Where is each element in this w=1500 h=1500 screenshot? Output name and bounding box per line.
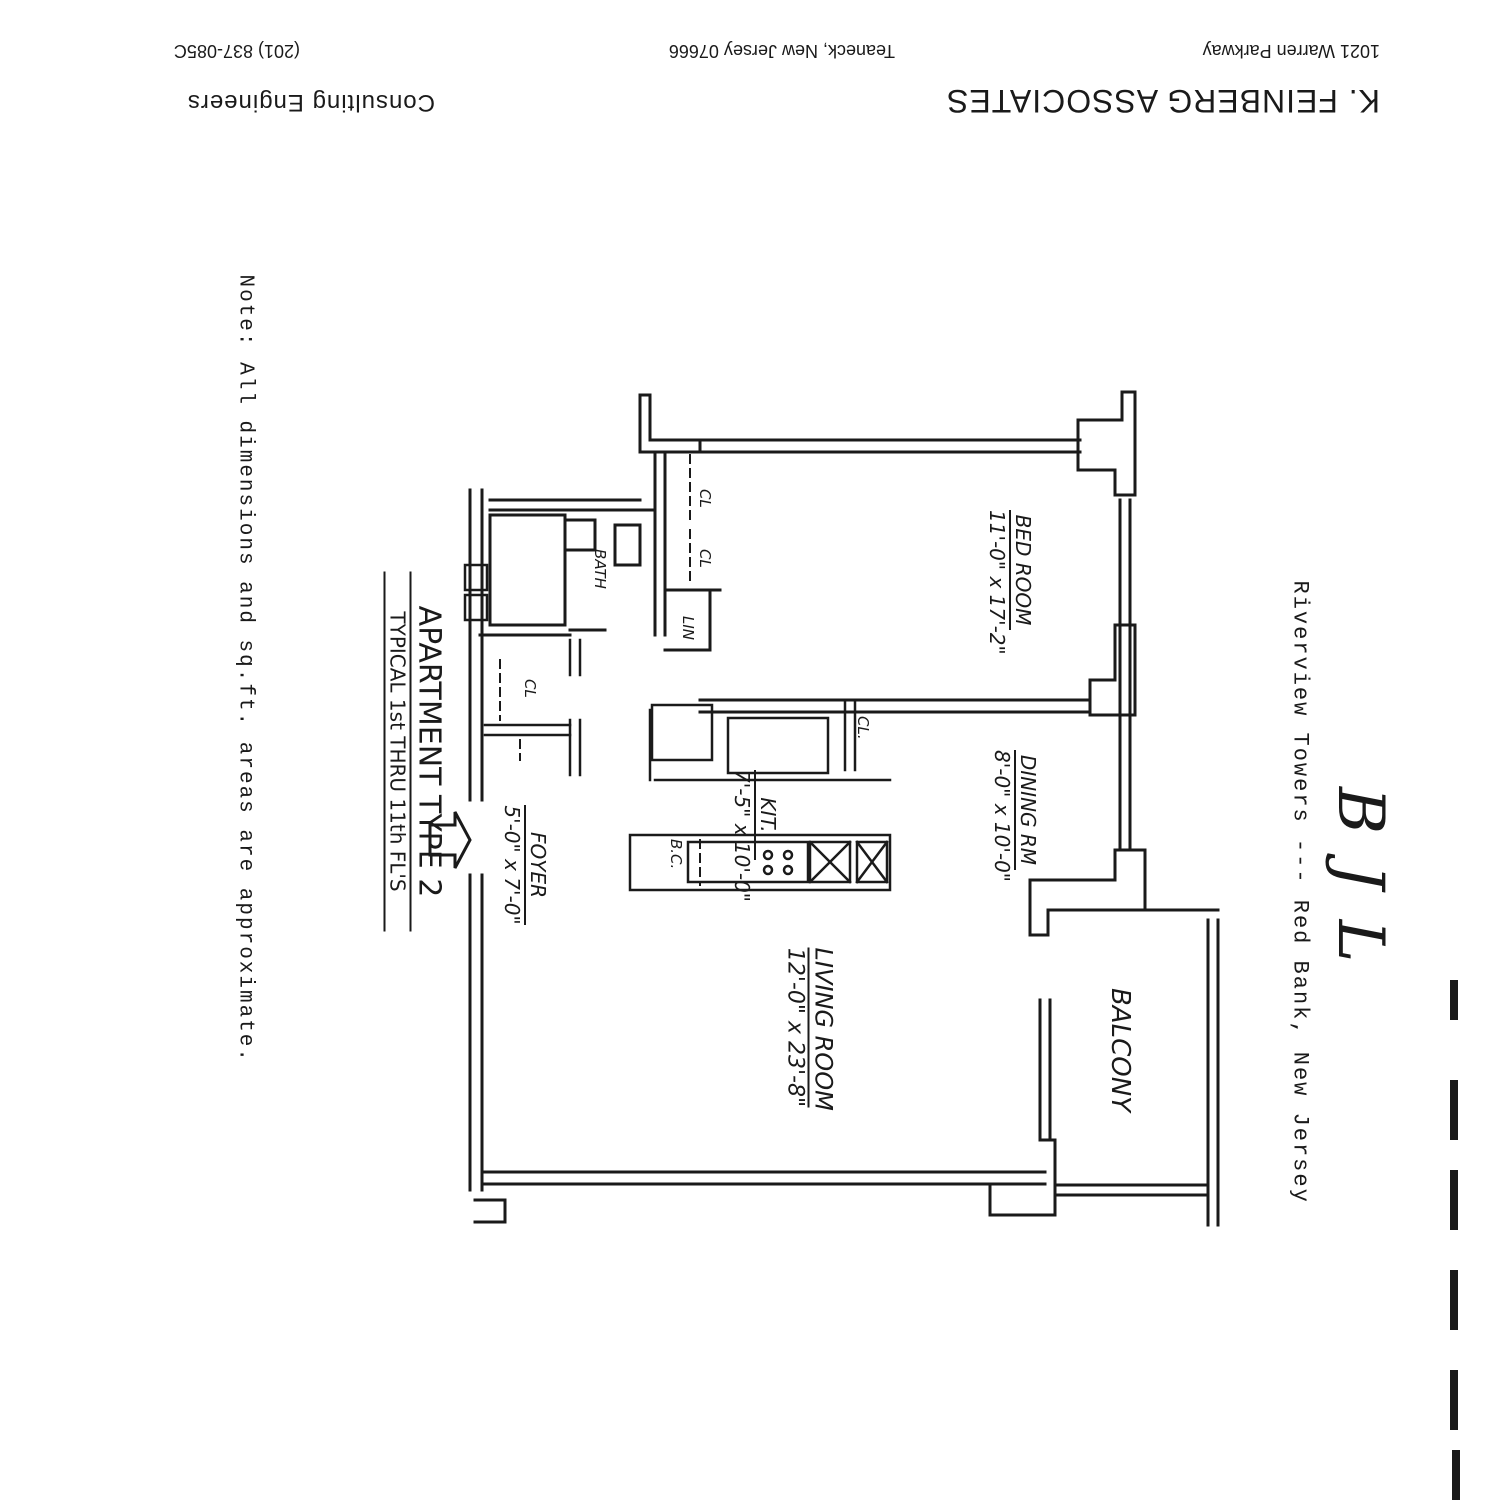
outer-wall-left (468, 488, 484, 1192)
room-foyer-name: FOYER (524, 805, 550, 925)
room-living-name: LIVING ROOM (807, 947, 838, 1111)
outer-wall-top (698, 438, 1082, 454)
window-wall-right (1118, 498, 1132, 852)
column-top-right (1076, 390, 1137, 497)
apartment-floors: TYPICAL 1st THRU 11th FL'S (383, 571, 410, 932)
room-bedroom-name: BED ROOM (1009, 510, 1035, 630)
room-foyer-size: 5'-0" x 7'-0" (500, 805, 524, 925)
label-broom-closet: B.C. (667, 839, 685, 870)
bath-fixtures (478, 498, 657, 637)
label-closet-1: CL (696, 489, 714, 508)
label-closet-2: CL (696, 549, 714, 568)
balcony-rail (1038, 908, 1220, 1227)
room-balcony-name: BALCONY (1105, 987, 1135, 1113)
bedroom-partition (653, 453, 1092, 714)
label-closet-3: CL (521, 679, 539, 698)
scan-edge-marks (1450, 980, 1460, 1500)
label-linen: LIN (679, 616, 697, 641)
apartment-type-block: APARTMENT TYPE 2 TYPICAL 1st THRU 11th F… (383, 571, 447, 932)
dimensions-note: Note: All dimensions and sq.ft. areas ar… (233, 274, 257, 1064)
room-kitchen-size: 7'-5" x 10'-0" (730, 770, 754, 903)
column-top-left (638, 393, 702, 454)
left-closets (463, 563, 582, 777)
column-bottom-left (473, 1198, 507, 1224)
label-closet-kitchen: CL. (854, 716, 872, 740)
kitchen-counters (628, 698, 892, 892)
room-living: LIVING ROOM 12'-0" x 23'-8" (782, 947, 838, 1111)
room-bedroom: BED ROOM 11'-0" x 17'-2" (985, 510, 1035, 655)
room-dining-name: DINING RM (1014, 750, 1040, 870)
outer-wall-bottom (483, 1170, 1047, 1186)
room-kitchen-name: KIT. (754, 770, 780, 860)
room-living-size: 12'-0" x 23'-8" (782, 947, 808, 1108)
room-dining-size: 8'-0" x 10'-0" (990, 750, 1014, 883)
column-balcony (1028, 848, 1147, 937)
label-bath: BATH (591, 549, 609, 589)
room-foyer: FOYER 5'-0" x 7'-0" (500, 805, 550, 925)
room-dining: DINING RM 8'-0" x 10'-0" (990, 750, 1040, 883)
closet-door-swings (499, 454, 701, 886)
room-balcony: BALCONY (1105, 980, 1135, 1120)
entry-arrow (428, 811, 472, 869)
room-bedroom-size: 11'-0" x 17'-2" (985, 510, 1009, 655)
column-mid-right (1088, 623, 1137, 717)
column-bottom-right (988, 1138, 1057, 1217)
room-kitchen: KIT. 7'-5" x 10'-0" (730, 770, 780, 903)
apartment-type: APARTMENT TYPE 2 (409, 571, 447, 932)
